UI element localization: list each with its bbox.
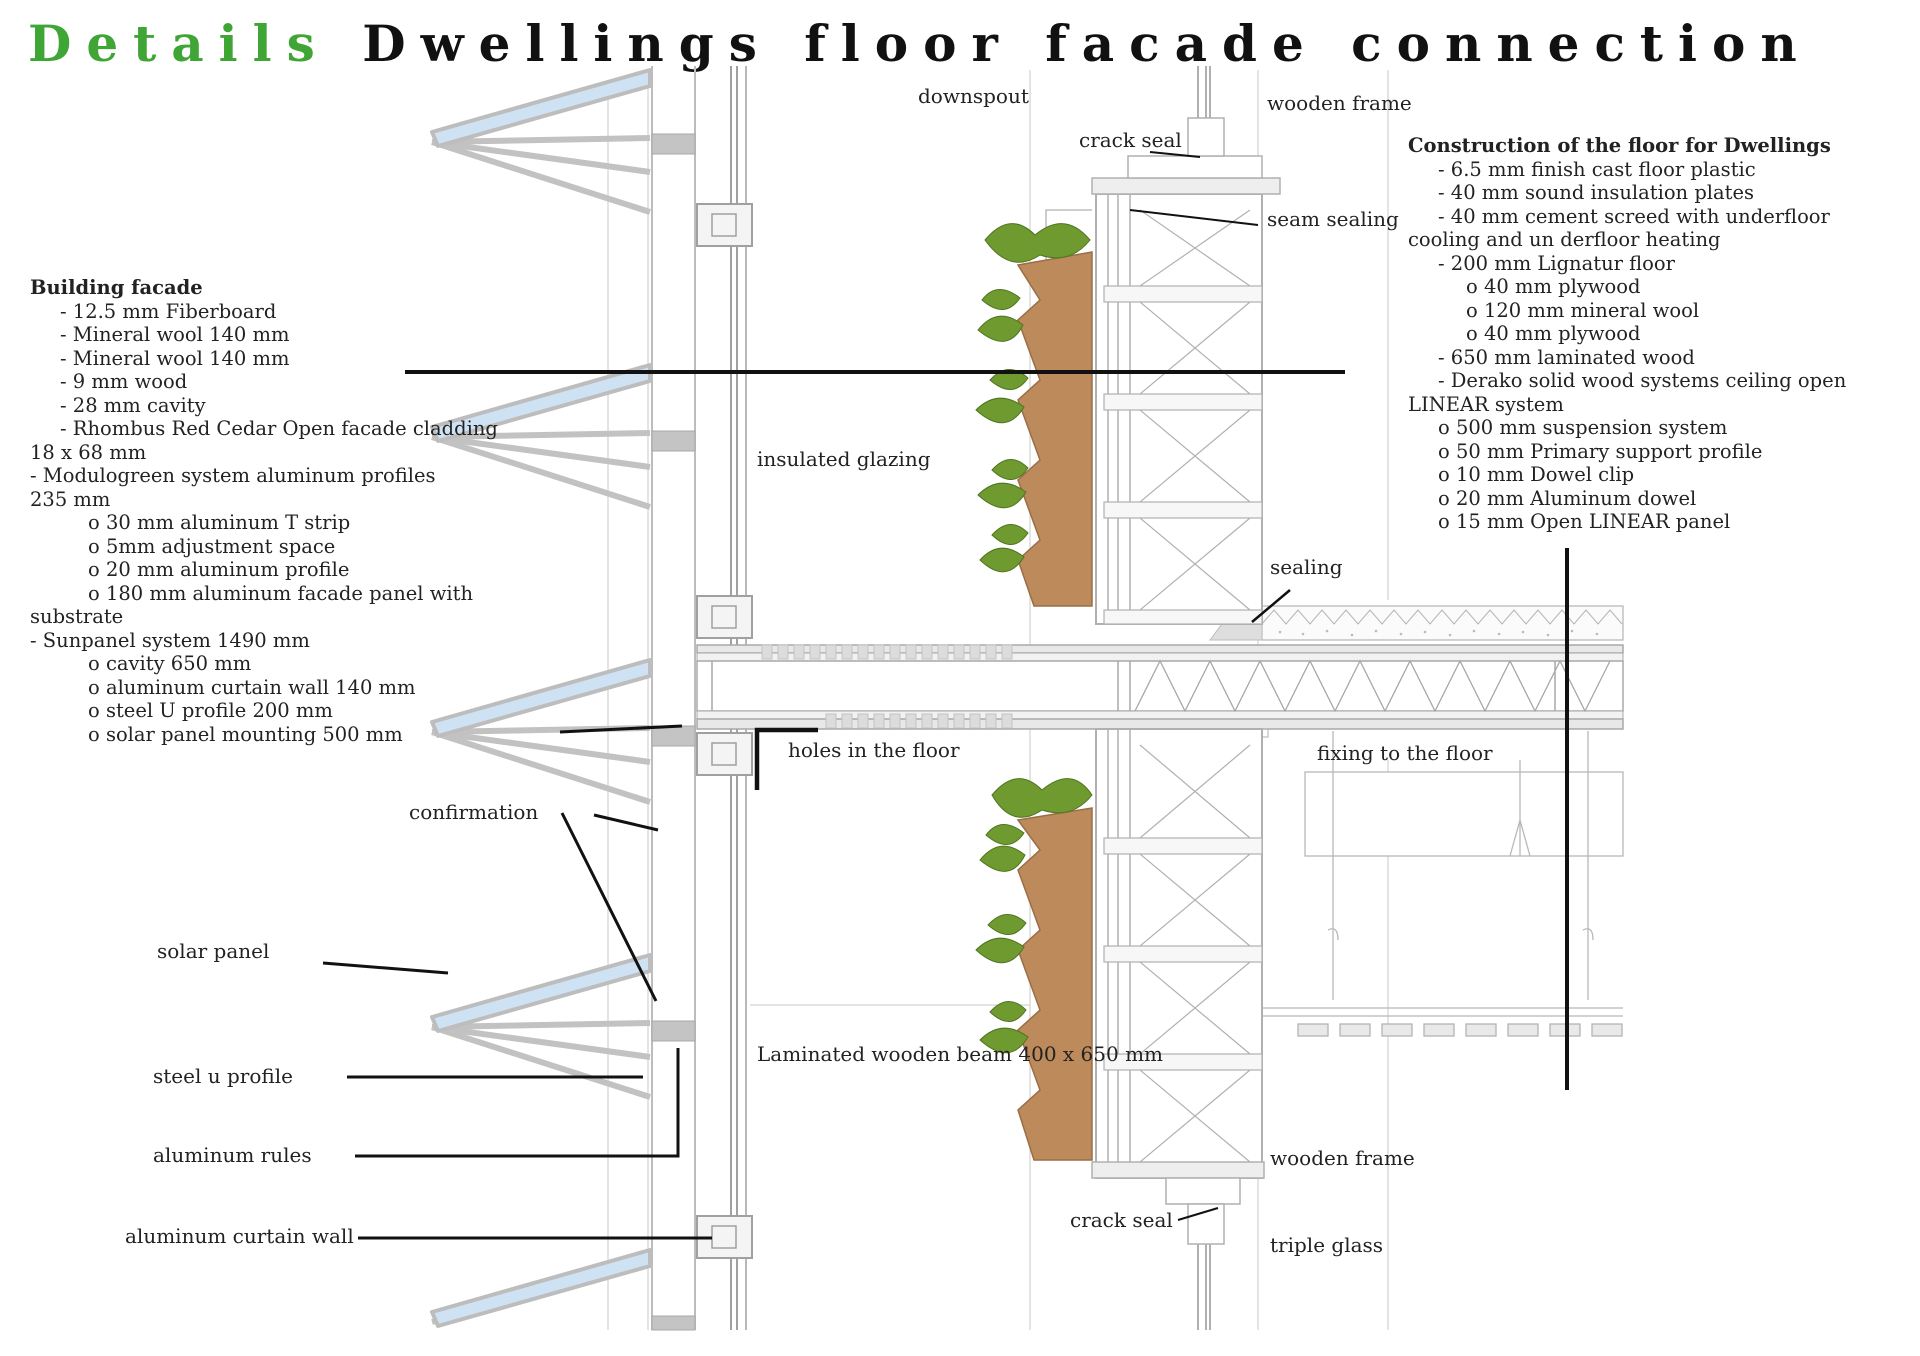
- upper-window-frame: [1045, 66, 1281, 625]
- facade-spec-line: - 9 mm wood: [60, 370, 188, 393]
- facade-spec-line: - 12.5 mm Fiberboard: [60, 299, 277, 323]
- label-holes-in-floor: holes in the floor: [788, 738, 960, 762]
- label-fixing-to-floor: fixing to the floor: [1317, 741, 1493, 765]
- crack-seal-bottom-leader: [1177, 1207, 1219, 1221]
- solar-panel-2: [430, 363, 652, 510]
- floor-spec-line: o 20 mm Aluminum dowel: [1438, 486, 1697, 510]
- floor-spec-heading: Construction of the floor for Dwellings: [1408, 134, 1831, 157]
- floor-spec-line: o 40 mm plywood: [1466, 275, 1641, 298]
- floor-spec-line: - Derako solid wood systems ceiling open: [1438, 369, 1847, 392]
- facade-spec-line: o solar panel mounting 500 mm: [88, 722, 403, 746]
- leader-lines: [322, 151, 1569, 1240]
- page-title: Details Dwellings floor facade connectio…: [28, 14, 1812, 73]
- label-downspout: downspout: [918, 84, 1029, 108]
- suspended-ceiling: [1262, 731, 1624, 1037]
- title-main: Dwellings floor facade connection: [362, 14, 1812, 73]
- label-confirmation: confirmation: [409, 800, 539, 824]
- steel-u-profiles: [651, 133, 696, 1331]
- label-sealing: sealing: [1270, 555, 1343, 579]
- floor-spec: Construction of the floor for Dwellings …: [1408, 134, 1846, 534]
- facade-spec-line: - Rhombus Red Cedar Open facade cladding: [60, 417, 498, 440]
- floor-buildup: [1209, 605, 1624, 641]
- label-aluminum-curtain-wall: aluminum curtain wall: [125, 1224, 354, 1248]
- label-triple-glass: triple glass: [1270, 1233, 1384, 1257]
- facade-spec-heading: Building facade: [30, 276, 203, 299]
- label-steel-u-profile: steel u profile: [153, 1064, 293, 1088]
- confirmation-leader-2: [593, 813, 659, 832]
- title-accent: Details: [28, 14, 330, 73]
- label-crack-seal-top: crack seal: [1079, 128, 1182, 152]
- floor-spec-line: o 500 mm suspension system: [1438, 416, 1728, 439]
- facade-spec-line: - Modulogreen system aluminum profiles: [30, 464, 436, 487]
- floor-spec-line: LINEAR system: [1408, 392, 1564, 416]
- facade-spec-line: - Mineral wool 140 mm: [60, 346, 290, 370]
- facade-spec-line: - Mineral wool 140 mm: [60, 323, 290, 346]
- solar-panel-leader: [322, 961, 449, 975]
- facade-spec-line: o 180 mm aluminum facade panel with: [88, 581, 474, 605]
- label-aluminum-rules: aluminum rules: [153, 1143, 312, 1167]
- label-wooden-frame-top: wooden frame: [1267, 91, 1412, 115]
- lower-window-frame: [1091, 728, 1269, 1330]
- floor-spec-line: - 650 mm laminated wood: [1438, 345, 1695, 369]
- facade-spec-line: o cavity 650 mm: [88, 652, 252, 675]
- solar-panel-4: [430, 953, 652, 1100]
- floor-spec-line: - 200 mm Lignatur floor: [1438, 251, 1675, 275]
- facade-spec-line: 18 x 68 mm: [30, 440, 147, 464]
- mounting-leader: [559, 724, 683, 734]
- seam-sealing-leader: [1129, 209, 1259, 226]
- label-crack-seal-bottom: crack seal: [1070, 1208, 1173, 1232]
- label-solar-panel: solar panel: [157, 939, 270, 963]
- floor-spec-line: - 40 mm sound insulation plates: [1438, 181, 1755, 204]
- floor-spec-line: o 15 mm Open LINEAR panel: [1438, 510, 1731, 533]
- crack-seal-top-leader: [1149, 151, 1201, 158]
- label-seam-sealing: seam sealing: [1267, 207, 1399, 231]
- floor-spec-line: o 120 mm mineral wool: [1466, 298, 1700, 322]
- facade-spec-line: o steel U profile 200 mm: [88, 699, 333, 722]
- solar-panels: [430, 68, 652, 1328]
- label-laminated-beam: Laminated wooden beam 400 x 650 mm: [757, 1042, 1163, 1066]
- planter-upper: [975, 223, 1093, 607]
- floor-spec-line: o 40 mm plywood: [1466, 322, 1641, 345]
- label-wooden-frame-bottom: wooden frame: [1270, 1146, 1415, 1170]
- facade-spec: Building facade - 12.5 mm Fiberboard- Mi…: [30, 276, 498, 746]
- floor-spec-line: - 40 mm cement screed with underfloor: [1438, 204, 1830, 228]
- floor-spec-line: o 50 mm Primary support profile: [1438, 439, 1763, 463]
- floor-spec-line: cooling and un derfloor heating: [1408, 228, 1721, 251]
- label-insulated-glazing: insulated glazing: [757, 447, 931, 471]
- confirmation-leader: [560, 812, 658, 1002]
- facade-spec-line: - Sunpanel system 1490 mm: [30, 628, 310, 652]
- sealing-leader: [1251, 589, 1291, 623]
- solar-panel-3: [430, 658, 652, 805]
- holes-in-floor-leader: [754, 727, 818, 790]
- solar-panel-1: [430, 68, 652, 215]
- facade-spec-line: o 30 mm aluminum T strip: [88, 511, 351, 534]
- facade-spec-line: o 20 mm aluminum profile: [88, 558, 350, 581]
- facade-spec-line: substrate: [30, 605, 124, 628]
- floor-slab: [696, 644, 1624, 730]
- facade-spec-line: - 28 mm cavity: [60, 393, 206, 417]
- solar-panel-5: [430, 1248, 652, 1328]
- floor-spec-line: o 10 mm Dowel clip: [1438, 463, 1635, 486]
- floor-spec-line: - 6.5 mm finish cast floor plastic: [1438, 157, 1756, 181]
- facade-spec-line: 235 mm: [30, 487, 111, 511]
- facade-spec-line: o 5mm adjustment space: [88, 534, 336, 558]
- planter-lower: [975, 778, 1093, 1161]
- aluminum-rules-leader: [355, 1048, 680, 1158]
- cladding-uprights: [651, 66, 696, 1330]
- facade-spec-line: o aluminum curtain wall 140 mm: [88, 675, 416, 699]
